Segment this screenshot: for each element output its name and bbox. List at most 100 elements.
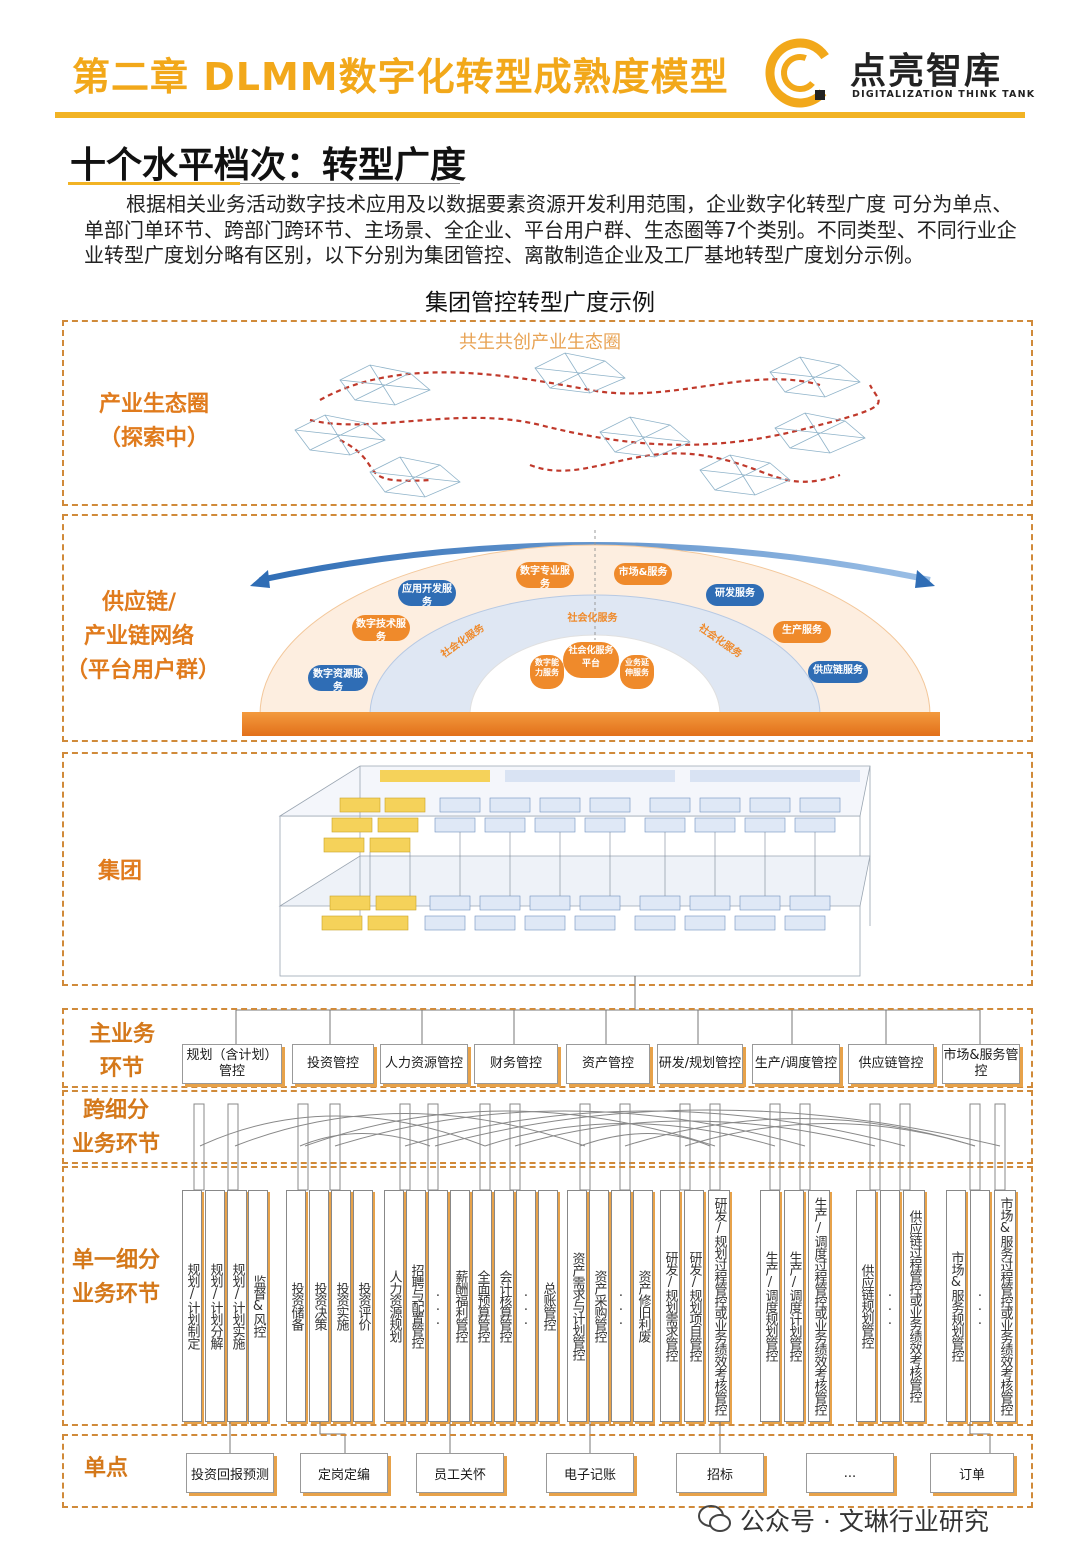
main-frame xyxy=(62,1008,1033,1088)
single-box: ... xyxy=(516,1190,536,1422)
intro-paragraph: 根据相关业务活动数字技术应用及以数据要素资源开发利用范围，企业数字化转型广度 可… xyxy=(84,192,1017,267)
wechat-icon xyxy=(698,1505,731,1532)
watermark-text: 公众号 · 文琳行业研究 xyxy=(740,1507,989,1536)
diagram-caption: 集团管控转型广度示例 xyxy=(425,290,655,316)
single-box: ... xyxy=(428,1190,448,1422)
platform-bubble-app-dev: 应用开发服务 xyxy=(398,580,456,608)
group-frame xyxy=(62,752,1033,986)
single-box: 供应链过程管控或业务绩效考核管控 xyxy=(903,1190,925,1422)
single-box: 投资决策 xyxy=(309,1190,329,1422)
single-box: 资产需求与计划管控 xyxy=(567,1190,587,1422)
single-box: 研发/规划需求管控 xyxy=(660,1190,680,1422)
single-box: 研发/规划项目管控 xyxy=(684,1190,704,1422)
ecosystem-title: 共生共创产业生态圈 xyxy=(459,332,621,353)
single-box: 生产/调度规划管控 xyxy=(760,1190,780,1422)
main-box-investment: 投资管控 xyxy=(292,1044,374,1084)
single-box: ... xyxy=(970,1190,990,1422)
single-box: 投资储备 xyxy=(286,1190,306,1422)
main-box-rd: 研发/规划管控 xyxy=(657,1044,743,1084)
single-box: 规划/计划实施 xyxy=(227,1190,247,1422)
cross-arcs-graphic xyxy=(193,1103,1006,1191)
platform-bubble-digital-tech: 数字技术服务 xyxy=(352,615,410,643)
single-box: 总账管控 xyxy=(538,1190,558,1422)
cross-frame xyxy=(62,1090,1033,1164)
single-box: 市场&服务规划管控 xyxy=(946,1190,966,1422)
single-label: 单一细分 业务环节 xyxy=(66,1244,166,1312)
platform-label-line1: 供应链/ xyxy=(101,590,177,615)
single-box: ... xyxy=(611,1190,631,1422)
main-box-hr: 人力资源管控 xyxy=(380,1044,468,1084)
platform-frame xyxy=(62,514,1033,742)
ecosystem-network-graphic xyxy=(294,352,880,498)
main-label-line1: 主业务 xyxy=(88,1022,155,1047)
logo-mark-icon xyxy=(765,38,835,108)
ecosystem-label: 产业生态圈 （探索中） xyxy=(74,388,234,456)
group-label: 集团 xyxy=(97,859,142,884)
single-box: 资产修旧利废 xyxy=(633,1190,653,1422)
platform-bubble-supply: 供应链服务 xyxy=(808,661,868,683)
main-box-supply: 供应链管控 xyxy=(848,1044,934,1084)
platform-bubble-rd: 研发服务 xyxy=(706,584,764,606)
platform-arc-graphic xyxy=(250,530,935,716)
single-box: 全面预算管控 xyxy=(472,1190,492,1422)
platform-ring-label: 社会化服务 xyxy=(567,613,618,624)
group-3d-graphic xyxy=(278,765,871,984)
single-box: 规划/计划分解 xyxy=(205,1190,225,1422)
single-box: 生产/调度计划管控 xyxy=(784,1190,804,1422)
section-underline-thin xyxy=(240,183,460,184)
point-box: 投资回报预测 xyxy=(186,1453,274,1493)
section-underline xyxy=(68,182,240,185)
main-box-market: 市场&服务管控 xyxy=(942,1044,1020,1084)
main-box-planning: 规划（含计划）管控 xyxy=(182,1044,282,1084)
point-box: ... xyxy=(806,1453,894,1493)
platform-bubble-extension: 业务延伸服务 xyxy=(620,655,654,689)
main-label: 主业务 环节 xyxy=(72,1018,172,1086)
cross-label-line1: 跨细分 xyxy=(82,1098,149,1123)
platform-bubble-production: 生产服务 xyxy=(773,621,831,643)
single-box: 投资评价 xyxy=(353,1190,373,1422)
single-box: 薪酬福利管控 xyxy=(450,1190,470,1422)
point-box: 订单 xyxy=(930,1453,1014,1493)
point-box: 电子记账 xyxy=(546,1453,634,1493)
single-label-line2: 业务环节 xyxy=(71,1282,160,1307)
chapter-title: 第二章 DLMM数字化转型成熟度模型 xyxy=(72,55,729,99)
single-frame xyxy=(62,1166,1033,1426)
logo-name: 点亮智库 xyxy=(850,51,1003,92)
single-box: 生产/调度过程管控或业务绩效考核管控 xyxy=(808,1190,830,1422)
point-box: 定岗定编 xyxy=(300,1453,388,1493)
platform-bubble-capability: 数字能力服务 xyxy=(530,655,564,689)
main-label-line2: 环节 xyxy=(99,1056,144,1081)
main-box-finance: 财务管控 xyxy=(474,1044,558,1084)
single-box: 监督&风控 xyxy=(248,1190,268,1422)
main-box-asset: 资产管控 xyxy=(566,1044,650,1084)
ecosystem-label-line2: （探索中） xyxy=(98,426,209,451)
platform-label-line2: 产业链网络 xyxy=(83,624,194,649)
point-frame xyxy=(62,1434,1033,1508)
section-title: 十个水平档次：转型广度 xyxy=(70,145,467,186)
main-box-production: 生产/调度管控 xyxy=(752,1044,840,1084)
single-box: 市场&服务过程管控或业务绩效考核管控 xyxy=(994,1190,1016,1422)
single-box: 会计核算管控 xyxy=(494,1190,514,1422)
platform-label-line3: （平台用户群） xyxy=(66,658,221,683)
point-box: 招标 xyxy=(676,1453,764,1493)
single-box: ... xyxy=(880,1190,900,1422)
single-box: 投资实施 xyxy=(331,1190,351,1422)
platform-bubble-market: 市场&服务 xyxy=(614,563,672,585)
single-box: 招聘与配置管控 xyxy=(406,1190,426,1422)
ecosystem-label-line1: 产业生态圈 xyxy=(98,392,209,417)
single-box: 资产采购管控 xyxy=(589,1190,609,1422)
group-to-main-connectors xyxy=(235,984,981,1044)
point-label: 单点 xyxy=(84,1456,129,1481)
point-box: 员工关怀 xyxy=(416,1453,504,1493)
single-box: 研发/规划过程管控或业务绩效考核管控 xyxy=(708,1190,730,1422)
platform-label: 供应链/ 产业链网络 （平台用户群） xyxy=(66,586,221,688)
single-box: 规划/计划制定 xyxy=(182,1190,202,1422)
platform-bubble-digital-res: 数字资源服务 xyxy=(308,665,368,693)
single-box: 供应链规划管控 xyxy=(856,1190,876,1422)
logo-subtitle: DIGITALIZATION THINK TANK xyxy=(852,89,1036,100)
header-divider xyxy=(55,112,1025,118)
single-label-line1: 单一细分 xyxy=(71,1248,160,1273)
platform-base-bar xyxy=(242,712,940,736)
platform-center: 社会化服务平台 xyxy=(563,642,619,678)
cross-label-line2: 业务环节 xyxy=(71,1132,160,1157)
